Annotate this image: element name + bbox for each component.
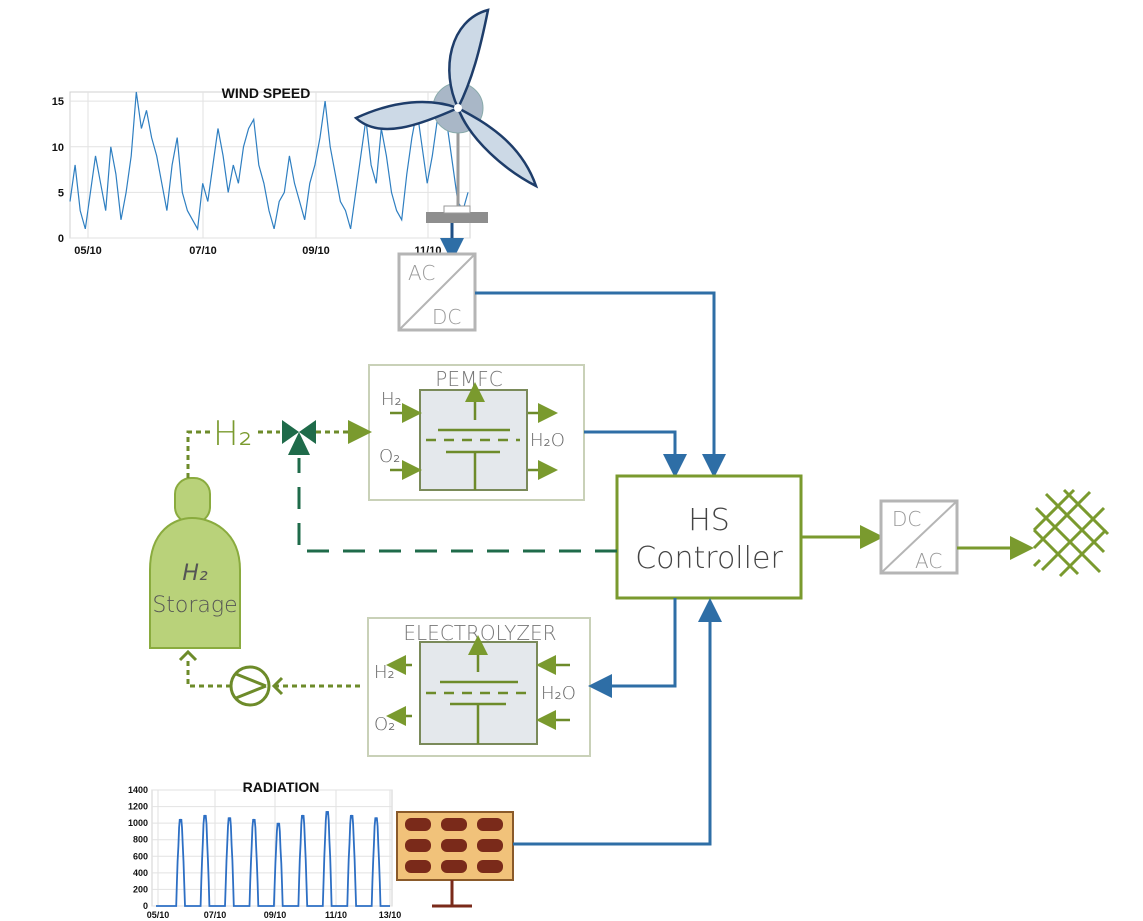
controller-line1: HS	[688, 503, 730, 538]
pemfc-title: PEMFC	[435, 367, 502, 391]
solar-cell	[477, 860, 503, 873]
pemfc-h2-label: H₂	[381, 389, 402, 410]
radiation-x-tick: 11/10	[325, 910, 347, 920]
solar-to-controller-line	[513, 598, 722, 846]
ac-dc-converter: AC DC	[397, 252, 477, 332]
wind-turbine-icon	[353, 8, 539, 223]
hs-controller: HS Controller	[615, 474, 803, 600]
controller-to-electrolyzer-line	[588, 598, 677, 698]
grid-icon	[1032, 488, 1110, 578]
electrolyzer-h2-label: H₂	[374, 662, 395, 683]
solar-cell	[405, 860, 431, 873]
radiation-x-ticks: 05/10 07/10 09/10 11/10 13/10	[147, 910, 402, 920]
electrolyzer-o2-label: O₂	[374, 714, 395, 735]
radiation-x-tick: 13/10	[379, 910, 402, 920]
dc-ac-converter: DC AC	[879, 499, 959, 575]
radiation-y-ticks: 0 200 400 600 800 1000 1200 1400	[128, 785, 148, 911]
pemfc-to-controller-line	[584, 430, 687, 478]
wind-x-tick: 05/10	[74, 245, 102, 257]
valve-icon	[282, 420, 316, 455]
radiation-y-tick: 200	[133, 884, 148, 894]
radiation-x-tick: 09/10	[264, 910, 287, 920]
pemfc-unit: PEMFC H₂ O₂ H₂O	[368, 364, 585, 501]
storage-line2: Storage	[152, 593, 237, 618]
wind-x-tick: 09/10	[302, 245, 330, 257]
pemfc-h2o-label: H₂O	[530, 430, 565, 451]
electrolyzer-h2o-label: H₂O	[541, 683, 576, 704]
controller-line2: Controller	[635, 541, 783, 576]
radiation-chart: RADIATION 0 200 400 600 800 1000 1200 1400 05/1…	[128, 779, 401, 920]
acdc-to-controller-line	[475, 291, 726, 478]
solar-panel-icon	[396, 811, 514, 908]
wind-grid	[70, 92, 470, 239]
radiation-y-tick: 1200	[128, 802, 148, 812]
storage-to-valve-pipe	[186, 430, 210, 478]
radiation-y-tick: 1400	[128, 785, 148, 795]
radiation-y-tick: 800	[133, 835, 148, 845]
solar-cell	[441, 839, 467, 852]
solar-cell	[441, 860, 467, 873]
controller-to-valve-signal	[297, 458, 617, 553]
wind-y-ticks: 0 5 10 15	[52, 96, 64, 245]
radiation-y-tick: 600	[133, 851, 148, 861]
solar-cell	[405, 818, 431, 831]
radiation-x-tick: 05/10	[147, 910, 170, 920]
solar-cell	[405, 839, 431, 852]
acdc-top-label: AC	[408, 261, 435, 285]
solar-cell	[477, 818, 503, 831]
solar-cell	[441, 818, 467, 831]
dcac-bottom-label: AC	[915, 549, 942, 573]
wind-y-tick: 5	[58, 187, 64, 199]
dcac-top-label: DC	[892, 507, 921, 531]
compressor-to-storage-pipe	[186, 660, 231, 688]
wind-speed-line	[69, 91, 469, 231]
wind-y-tick: 0	[58, 233, 64, 245]
radiation-y-tick: 400	[133, 868, 148, 878]
wind-y-tick: 15	[52, 96, 64, 108]
radiation-x-tick: 07/10	[204, 910, 227, 920]
h2-storage-tank: H₂ Storage	[149, 477, 241, 649]
radiation-y-tick: 1000	[128, 818, 148, 828]
storage-line1: H₂	[182, 561, 208, 586]
radiation-line	[156, 810, 390, 907]
solar-cell	[477, 839, 503, 852]
acdc-bottom-label: DC	[432, 305, 461, 329]
wind-chart-title: WIND SPEED	[222, 85, 311, 101]
wind-y-tick: 10	[52, 142, 64, 154]
electrolyzer-unit: ELECTROLYZER H₂ O₂ H₂O	[367, 617, 591, 757]
pemfc-o2-label: O₂	[379, 446, 400, 467]
h2-pipe-label: H₂	[213, 414, 252, 454]
wind-x-tick: 07/10	[189, 245, 217, 257]
radiation-y-tick: 0	[143, 901, 148, 911]
radiation-chart-title: RADIATION	[243, 779, 320, 795]
compressor-icon	[229, 665, 284, 707]
